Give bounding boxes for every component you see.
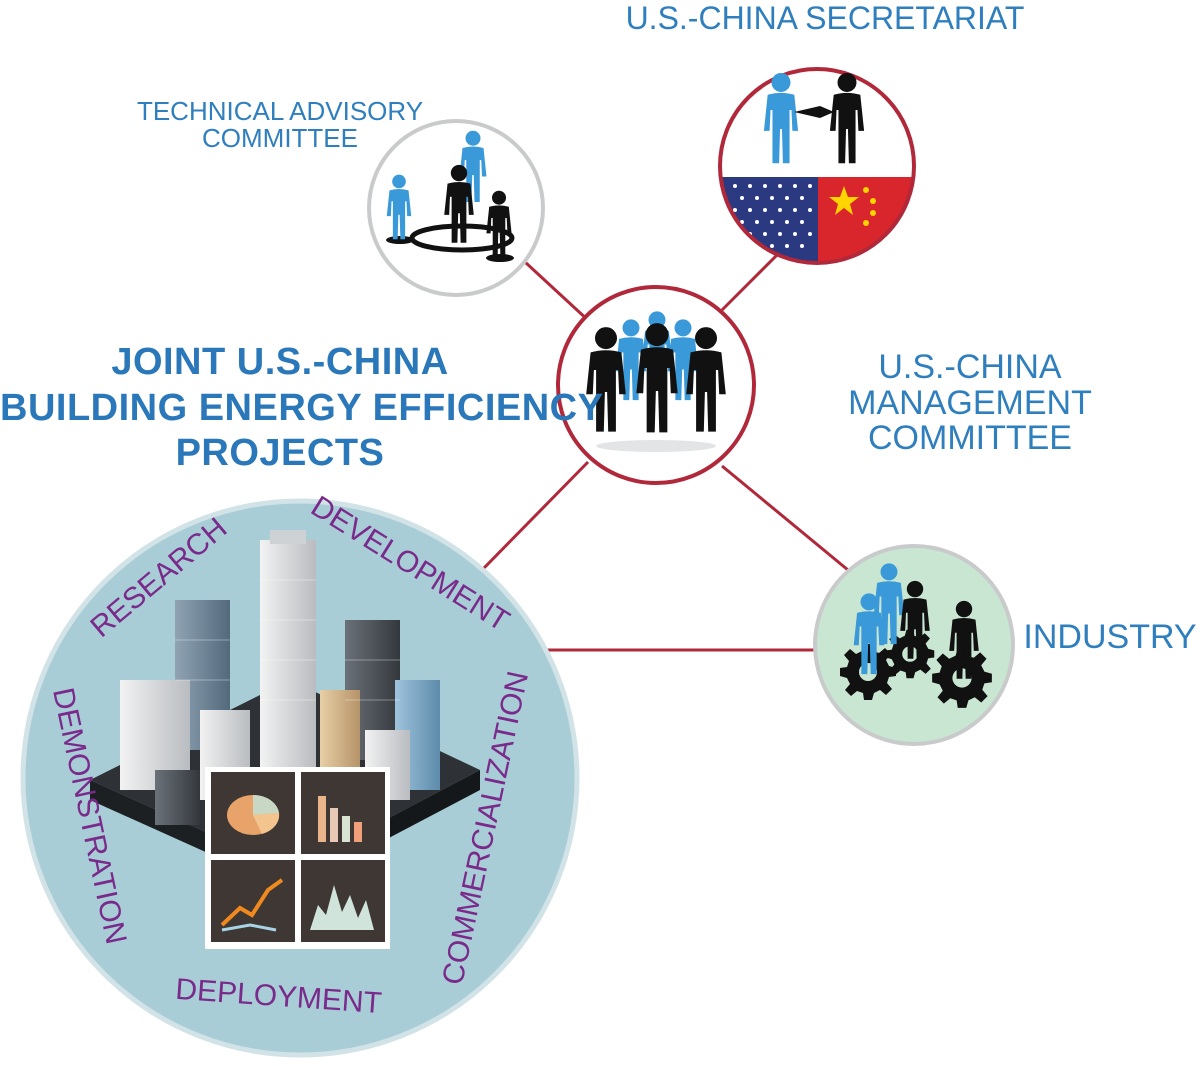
connector-lines <box>482 244 849 652</box>
technical-advisory-node <box>367 119 545 297</box>
connector-secretariat <box>720 244 788 312</box>
handshake-icon <box>763 72 865 164</box>
dashboard-charts-icon <box>205 767 390 949</box>
management-line-2: COMMITTEE <box>868 419 1072 458</box>
technical-advisory-label: TECHNICAL ADVISORY COMMITTEE <box>130 96 430 154</box>
industry-node <box>813 544 1015 746</box>
diagram-title: JOINT U.S.-CHINA BUILDING ENERGY EFFICIE… <box>0 340 604 477</box>
connector-technical <box>523 260 592 324</box>
industry-label: INDUSTRY <box>1023 618 1197 656</box>
secretariat-node <box>718 67 916 265</box>
team-icon <box>586 311 726 452</box>
title-line-1: JOINT U.S.-CHINA <box>111 341 449 383</box>
technical-advisory-line-1: TECHNICAL ADVISORY <box>136 96 424 126</box>
technical-advisory-line-2: COMMITTEE <box>202 123 358 154</box>
title-line-3: PROJECTS <box>175 432 385 475</box>
connector-industry <box>721 464 849 572</box>
management-line-1: U.S.-CHINA MANAGEMENT <box>848 348 1092 422</box>
connector-projects <box>482 460 590 570</box>
people-network-icon <box>386 130 515 262</box>
secretariat-label: U.S.-CHINA SECRETARIAT <box>625 0 1025 36</box>
management-node <box>556 285 756 485</box>
title-line-2: BUILDING ENERGY EFFICIENCY <box>0 386 604 429</box>
china-flag-icon <box>818 177 914 263</box>
management-label: U.S.-CHINA MANAGEMENT COMMITTEE <box>760 348 1180 458</box>
projects-node: RESEARCH DEVELOPMENT COMMERCIALIZATION D… <box>20 490 580 1058</box>
